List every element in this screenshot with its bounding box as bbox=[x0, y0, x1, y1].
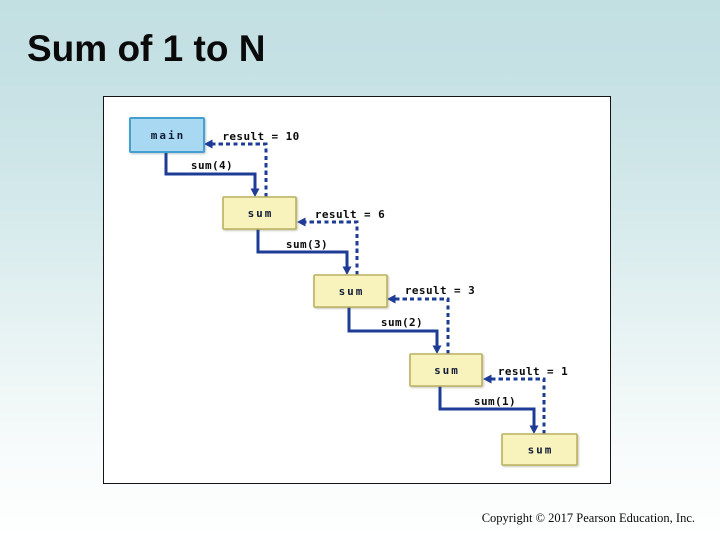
node-sum-4 bbox=[501, 433, 578, 466]
node-sum-3 bbox=[409, 353, 483, 387]
call-label-1: sum(4) bbox=[191, 159, 233, 172]
call-label-3: sum(2) bbox=[381, 316, 423, 329]
call-arrowhead-2 bbox=[342, 266, 352, 275]
return-arrow-line-1 bbox=[211, 142, 268, 197]
return-arrow-line-3 bbox=[394, 297, 450, 354]
call-label-4: sum(1) bbox=[474, 395, 516, 408]
call-arrow-line-1 bbox=[164, 152, 257, 190]
node-label-sum-3: sum bbox=[434, 364, 460, 377]
return-label-3: result = 3 bbox=[405, 284, 475, 297]
return-arrowhead-2 bbox=[297, 217, 306, 227]
slide-title: Sum of 1 to N bbox=[27, 28, 266, 69]
return-arrowhead-1 bbox=[204, 139, 213, 149]
return-arrow-line-4 bbox=[490, 377, 546, 434]
call-arrow-line-2 bbox=[256, 229, 349, 268]
call-arrow-line-4 bbox=[438, 386, 536, 427]
return-label-2: result = 6 bbox=[315, 208, 385, 221]
node-label-sum-2: sum bbox=[339, 285, 365, 298]
return-arrowhead-3 bbox=[387, 294, 396, 304]
call-arrowhead-3 bbox=[432, 345, 442, 354]
call-arrowhead-1 bbox=[250, 188, 260, 197]
node-label-main: main bbox=[151, 129, 186, 142]
node-sum-1 bbox=[222, 196, 297, 230]
return-label-4: result = 1 bbox=[498, 365, 568, 378]
return-arrow-line-2 bbox=[304, 220, 359, 275]
node-sum-2 bbox=[313, 274, 388, 308]
call-arrowhead-4 bbox=[529, 425, 539, 434]
return-arrowhead-4 bbox=[483, 374, 492, 384]
node-label-sum-1: sum bbox=[248, 207, 274, 220]
return-label-1: result = 10 bbox=[222, 130, 299, 143]
node-label-sum-4: sum bbox=[528, 444, 554, 457]
copyright-text: Copyright © 2017 Pearson Education, Inc. bbox=[481, 511, 695, 525]
call-arrow-line-3 bbox=[347, 307, 439, 347]
call-label-2: sum(3) bbox=[286, 238, 328, 251]
node-main bbox=[129, 117, 205, 153]
